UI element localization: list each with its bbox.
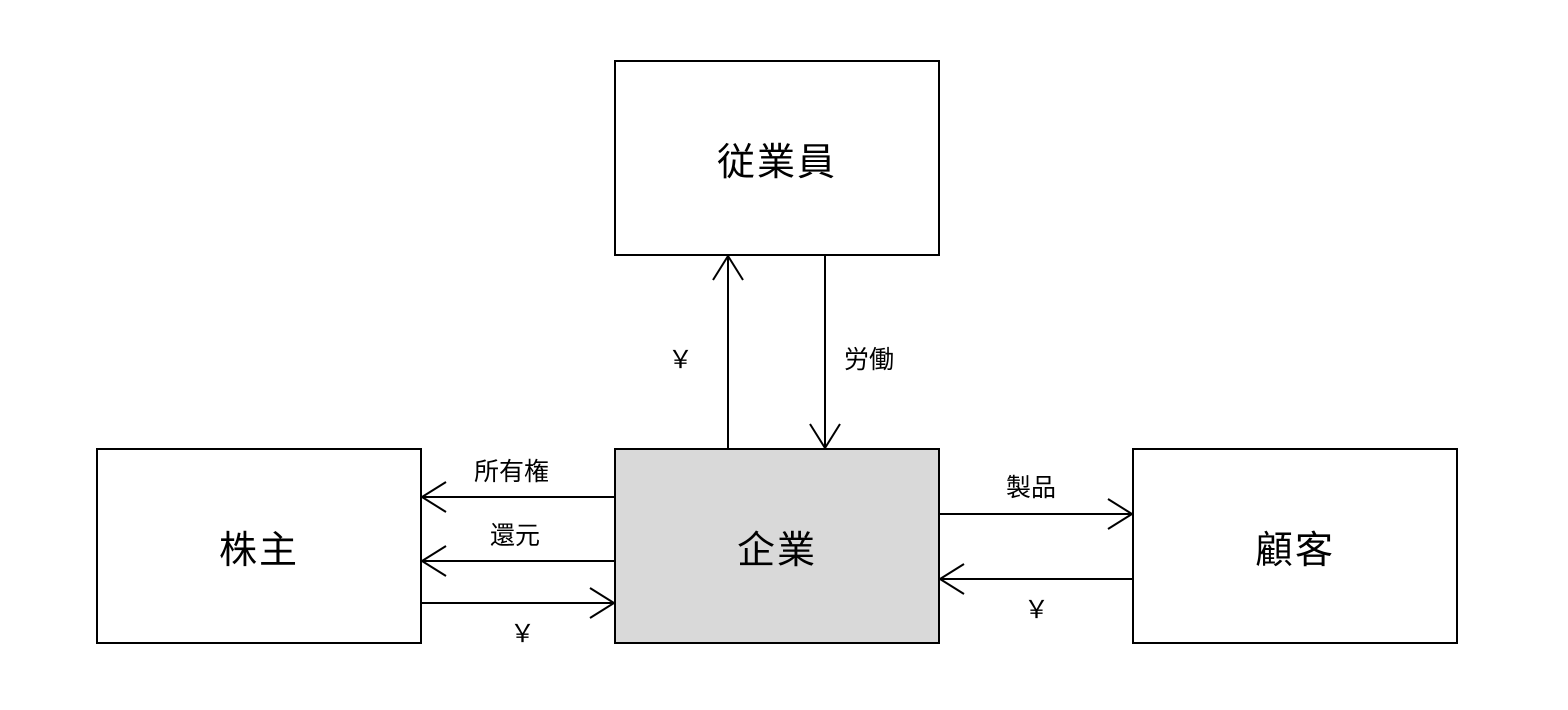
arrow-customer-to-company [938,563,1132,595]
arrow-company-to-shareholder-ownership [420,481,614,513]
node-customer: 顧客 [1132,448,1458,644]
arrow-company-to-employee [712,254,744,448]
node-company: 企業 [614,448,940,644]
flow-label-shareholder-to-company: ￥ [510,619,536,648]
flow-label-ownership: 所有権 [474,457,550,486]
flow-label-employee-to-company: 労働 [844,345,895,374]
node-employee-label: 従業員 [716,139,837,184]
arrow-employee-to-company [809,256,841,450]
flow-label-customer-to-company: ￥ [1024,595,1050,624]
arrow-company-to-shareholder-return [420,545,614,577]
node-employee: 従業員 [614,60,940,256]
node-company-label: 企業 [736,527,817,572]
flow-label-company-to-employee: ￥ [668,345,694,374]
node-customer-label: 顧客 [1254,527,1335,572]
flow-label-product: 製品 [1006,473,1057,502]
node-shareholder-label: 株主 [218,527,299,572]
flow-label-return: 還元 [490,521,541,550]
node-shareholder: 株主 [96,448,422,644]
